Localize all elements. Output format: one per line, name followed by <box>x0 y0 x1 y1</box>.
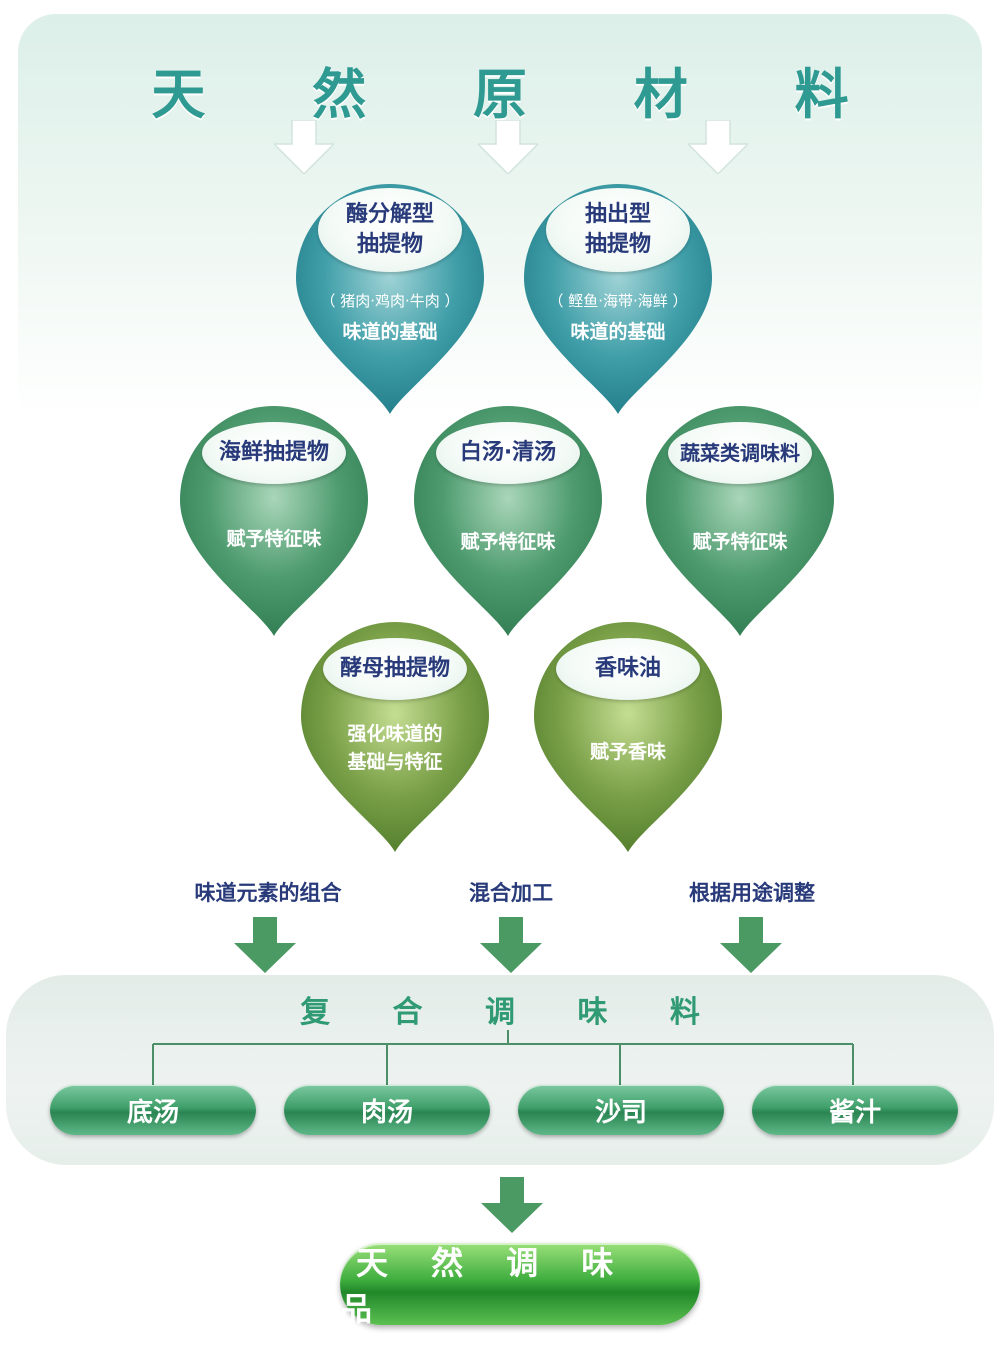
pin-description: 赋予特征味 <box>226 528 322 550</box>
pin-seafood-extract: 海鲜抽提物 赋予特征味 <box>174 400 374 638</box>
pin-header: 酶分解型 抽提物 <box>318 188 462 272</box>
pin-header: 蔬菜类调味料 <box>668 422 812 484</box>
down-arrow-icon <box>720 917 782 973</box>
down-arrow-icon <box>478 120 538 174</box>
pin-aroma-oil: 香味油 赋予香味 <box>528 616 728 854</box>
pin-description-line: 强化味道的 <box>347 723 443 745</box>
pin-description: 赋予香味 <box>589 741 666 763</box>
pin-enzyme-extract: 酶分解型 抽提物 （ 猪肉·鸡肉·牛肉 ） 味道的基础 <box>290 178 490 416</box>
pin-vegetable-seasoning: 蔬菜类调味料 赋予特征味 <box>640 400 840 638</box>
pin-source: （ 鲣鱼·海带·海鲜 ） <box>548 292 688 310</box>
final-product-natural-seasoning: 天 然 调 味 品 <box>340 1243 700 1328</box>
step-label-adjustment: 根据用途调整 <box>689 881 815 905</box>
main-title: 天 然 原 材 料 <box>151 63 893 126</box>
down-arrow-icon <box>234 917 296 973</box>
pin-header: 抽出型 抽提物 <box>546 188 690 272</box>
pin-header: 海鲜抽提物 <box>202 422 346 484</box>
step-label-combination: 味道元素的组合 <box>194 881 342 905</box>
pin-name: 抽提物 <box>584 232 651 257</box>
pin-name: 白汤·清汤 <box>459 440 557 465</box>
down-arrow-icon <box>688 120 748 174</box>
pin-name: 酶分解型 <box>345 202 434 227</box>
pin-yeast-extract: 酵母抽提物 强化味道的 基础与特征 <box>295 616 495 854</box>
pin-description-line: 基础与特征 <box>347 751 443 773</box>
compound-item-meat-broth: 肉汤 <box>284 1085 490 1135</box>
pin-description: 赋予特征味 <box>692 531 788 553</box>
compound-item-sauce: 沙司 <box>518 1085 724 1135</box>
pin-name: 抽出型 <box>584 202 651 227</box>
down-arrow-icon <box>274 120 334 174</box>
compound-seasoning-title: 复 合 调 味 料 <box>300 995 726 1030</box>
pin-description: 赋予特征味 <box>460 531 556 553</box>
pin-name: 海鲜抽提物 <box>218 440 329 465</box>
pin-name: 蔬菜类调味料 <box>680 441 800 465</box>
step-label-mixing: 混合加工 <box>469 881 553 905</box>
pin-name: 香味油 <box>594 656 661 681</box>
down-arrow-icon <box>480 917 542 973</box>
pin-description: 强化味道的 基础与特征 <box>295 720 495 776</box>
pin-description: 味道的基础 <box>570 321 666 343</box>
down-arrow-icon <box>481 1177 543 1233</box>
pin-header: 酵母抽提物 <box>323 638 467 700</box>
pin-header: 香味油 <box>556 638 700 700</box>
pin-extraction-extract: 抽出型 抽提物 （ 鲣鱼·海带·海鲜 ） 味道的基础 <box>518 178 718 416</box>
compound-item-base-soup: 底汤 <box>50 1085 256 1135</box>
pin-broth: 白汤·清汤 赋予特征味 <box>408 400 608 638</box>
pin-header: 白汤·清汤 <box>436 422 580 484</box>
pin-description: 味道的基础 <box>342 321 438 343</box>
pin-name: 酵母抽提物 <box>339 656 450 681</box>
compound-item-gravy: 酱汁 <box>752 1085 958 1135</box>
pin-source: （ 猪肉·鸡肉·牛肉 ） <box>320 292 460 310</box>
pin-name: 抽提物 <box>356 232 423 257</box>
